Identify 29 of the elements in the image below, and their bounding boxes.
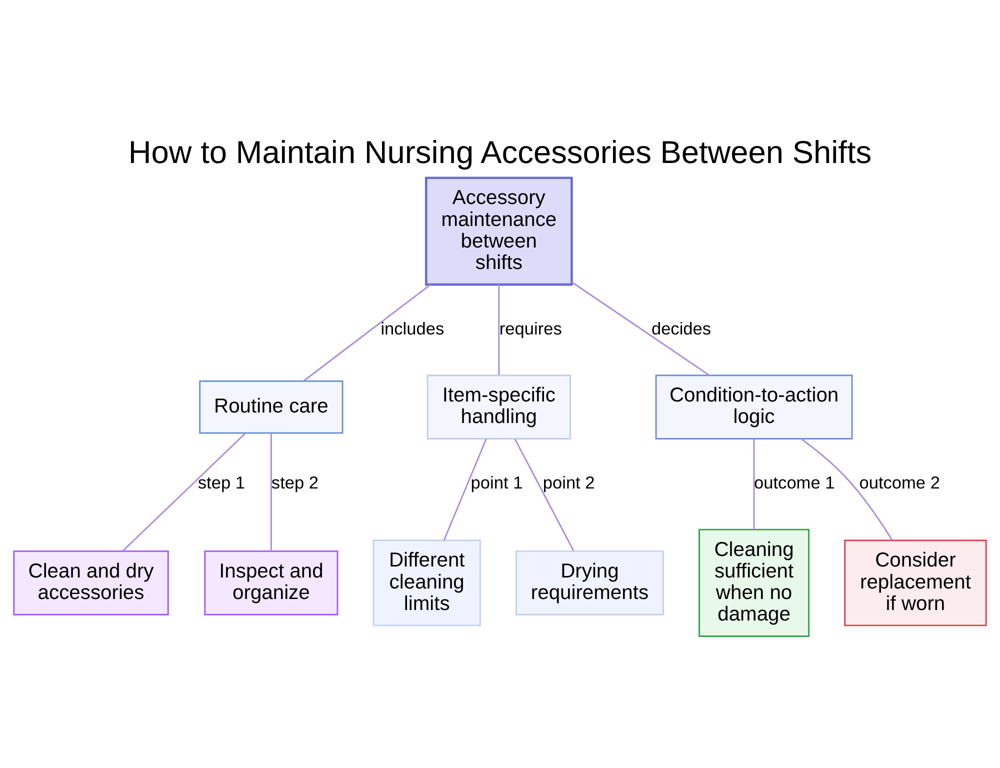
- connector: [572, 282, 710, 376]
- node-box: Consider replacement if worn: [844, 540, 987, 626]
- node-box: Accessory maintenance between shifts: [424, 176, 573, 286]
- edge-label: step 1: [198, 472, 245, 493]
- node-box: Condition-to-action logic: [655, 374, 853, 440]
- node-box: Drying requirements: [516, 550, 664, 616]
- node-box: Clean and dry accessories: [13, 550, 169, 616]
- connector: [498, 284, 500, 375]
- node-box: Inspect and organize: [204, 550, 338, 616]
- node-box: Routine care: [199, 380, 344, 434]
- node-box: Item-specific handling: [426, 374, 571, 440]
- edge-label: step 2: [271, 472, 319, 493]
- connector: [122, 432, 246, 552]
- edge-label: includes: [380, 318, 444, 338]
- connector: [443, 438, 487, 540]
- edge-label: point 1: [470, 472, 523, 493]
- edge-label: outcome 2: [859, 472, 940, 493]
- node-box: Cleaning sufficient when no damage: [698, 528, 810, 637]
- edge-label: point 2: [542, 472, 595, 493]
- edge-label: requires: [499, 318, 562, 338]
- connector: [514, 438, 574, 551]
- node-box: Different cleaning limits: [372, 540, 481, 626]
- diagram-title: How to Maintain Nursing Accessories Between Shifts: [128, 134, 872, 170]
- connector: [270, 433, 272, 551]
- connector: [304, 284, 432, 382]
- connector: [800, 438, 893, 540]
- edge-label: outcome 1: [754, 472, 835, 493]
- edge-label: decides: [651, 318, 712, 338]
- connector: [753, 439, 755, 530]
